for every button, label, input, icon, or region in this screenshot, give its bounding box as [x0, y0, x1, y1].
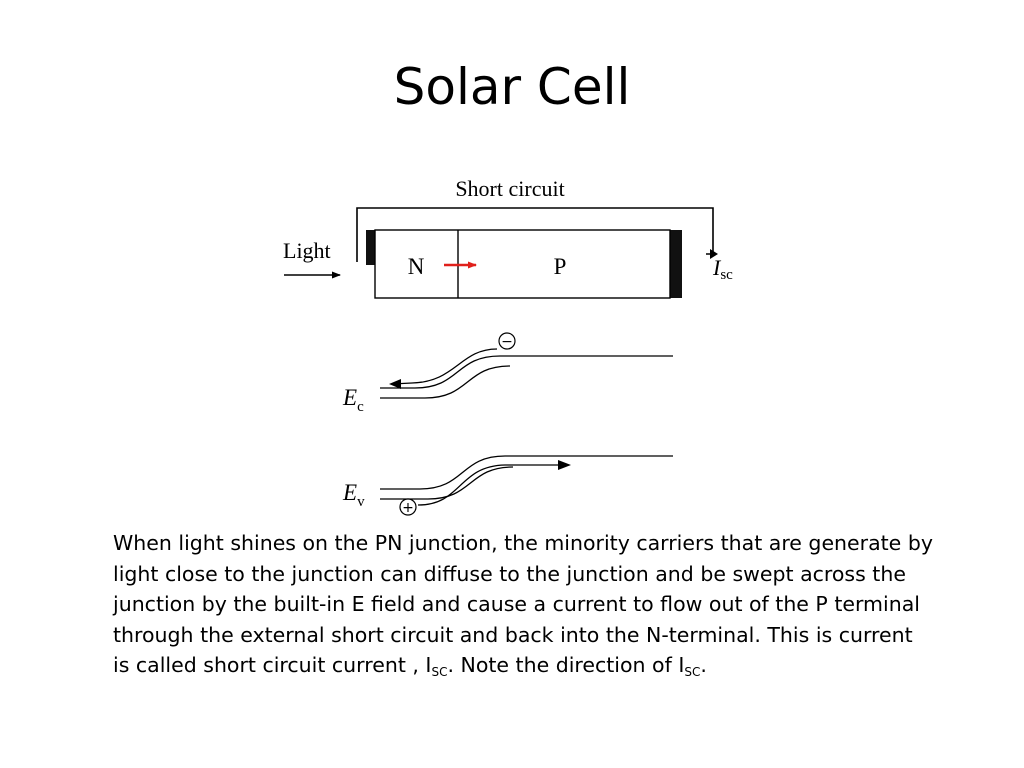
- caption-sub-1: SC: [431, 665, 448, 679]
- electron-drift-arrow: [391, 348, 498, 385]
- pn-device-body: [374, 229, 671, 299]
- caption-sub-2: SC: [684, 665, 701, 679]
- isc-label-sub: sc: [720, 267, 733, 283]
- n-region-label: N: [408, 254, 425, 279]
- valence-band-upper: [380, 455, 673, 490]
- ev-label: Ev: [342, 480, 365, 510]
- ec-label-main: E: [342, 385, 357, 410]
- isc-arrowhead: [710, 249, 718, 259]
- electron-drift-arrowhead: [389, 379, 401, 389]
- short-circuit-label: Short circuit: [455, 176, 564, 201]
- caption-body: When light shines on the PN junction, th…: [113, 531, 933, 677]
- isc-label: Isc: [712, 255, 733, 283]
- caption-paragraph: When light shines on the PN junction, th…: [113, 528, 933, 681]
- valence-band-lower: [380, 466, 514, 500]
- light-label: Light: [283, 238, 331, 263]
- slide-title: Solar Cell: [393, 58, 631, 116]
- conduction-band-upper: [380, 355, 673, 389]
- hole-drift-arrowhead: [558, 460, 571, 470]
- hole-symbol: +: [402, 500, 414, 516]
- hole-circle: [399, 498, 417, 516]
- ec-label-sub: c: [357, 399, 364, 415]
- ev-label-main: E: [342, 480, 357, 505]
- n-contact: [366, 230, 375, 265]
- isc-label-main: I: [712, 255, 722, 280]
- conduction-band-lower: [380, 365, 511, 399]
- p-region-label: P: [554, 254, 567, 279]
- electron-symbol: −: [501, 334, 513, 350]
- ec-label: Ec: [342, 385, 364, 415]
- caption-text: When light shines on the PN junction, th…: [113, 528, 933, 681]
- caption-mid: . Note the direction of I: [447, 653, 685, 677]
- hole-drift-arrow: [417, 464, 560, 506]
- caption-end: .: [700, 653, 707, 677]
- short-circuit-wire: [356, 207, 714, 262]
- electron-circle: [498, 332, 516, 350]
- ev-label-sub: v: [357, 494, 365, 510]
- p-contact: [670, 230, 682, 298]
